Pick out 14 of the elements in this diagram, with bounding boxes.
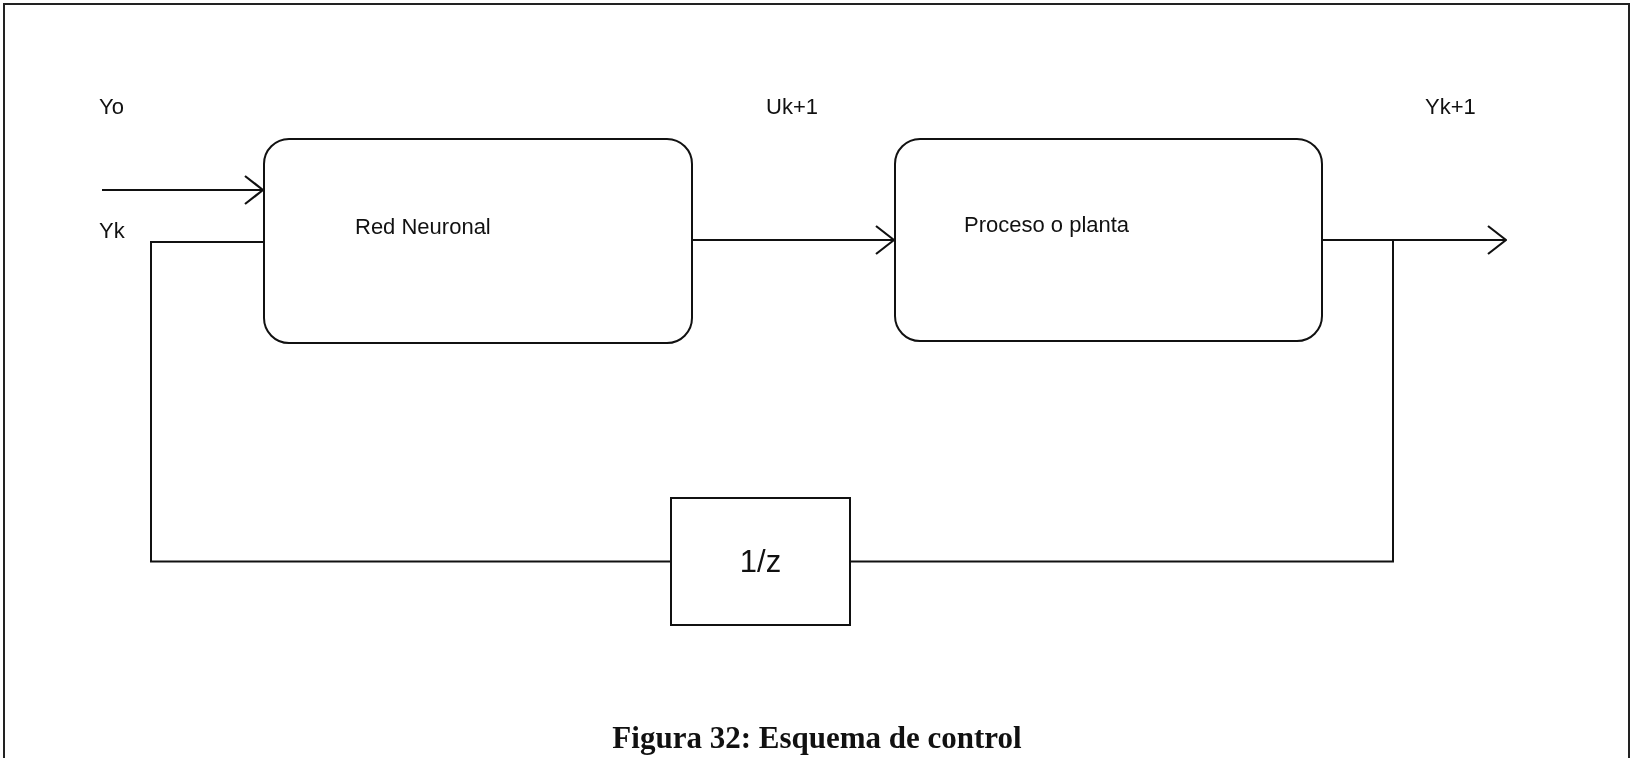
delay-box xyxy=(670,497,851,626)
process-box xyxy=(263,138,693,344)
arrow xyxy=(101,174,265,206)
node-label: Red Neuronal xyxy=(355,214,491,240)
node-label: Proceso o planta xyxy=(964,212,1130,238)
connector-line xyxy=(150,241,671,563)
arrow xyxy=(692,224,896,256)
process-box xyxy=(894,138,1323,342)
connector-line xyxy=(850,239,1394,563)
signal-label: Yk xyxy=(99,218,125,244)
node-label: 1/z xyxy=(739,543,782,580)
signal-label: Yo xyxy=(99,94,124,120)
signal-label: Uk+1 xyxy=(766,94,818,120)
signal-label: Yk+1 xyxy=(1425,94,1476,120)
